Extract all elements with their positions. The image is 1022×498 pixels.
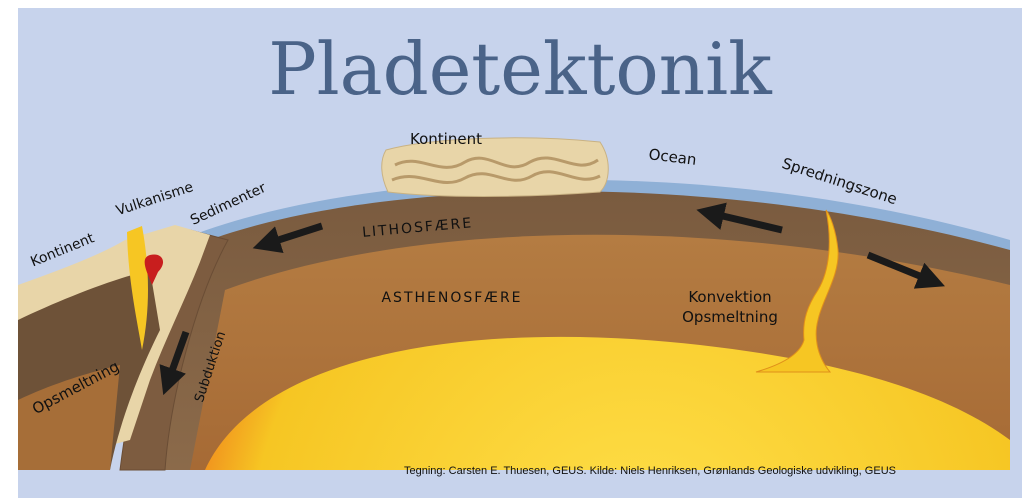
label-konvektion: Konvektion [688,288,771,306]
label-asthenosfaere: ASTHENOSFÆRE [381,290,522,306]
credit-text: Tegning: Carsten E. Thuesen, GEUS. Kilde… [404,465,896,477]
page-title: Pladetektonik [268,27,773,111]
label-opsmeltning-right: Opsmeltning [682,308,778,326]
label-kontinent-top: Kontinent [410,130,482,148]
